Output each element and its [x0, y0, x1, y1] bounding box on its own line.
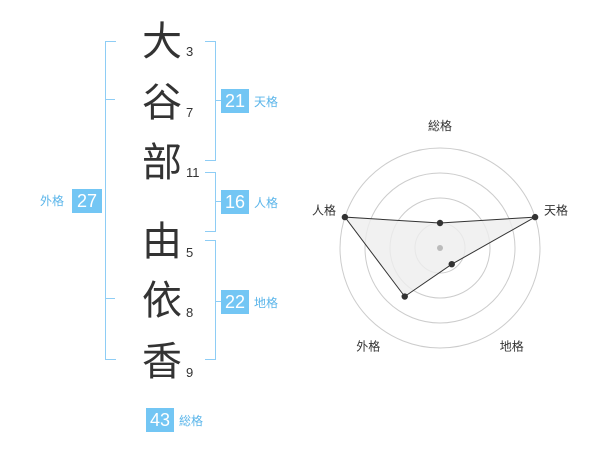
radar-point-2 — [531, 213, 539, 221]
gaikaku-bracket-tick — [105, 298, 115, 299]
radar-axis-label: 人格 — [312, 202, 336, 217]
tenkaku-label: 天格 — [254, 95, 279, 109]
chikaku-label: 地格 — [254, 296, 279, 310]
stroke-count-6: 9 — [186, 365, 194, 380]
given-char-3: 香 — [142, 339, 182, 385]
gaikaku-bracket — [105, 41, 116, 360]
chikaku-bracket — [205, 240, 216, 360]
stroke-count-4: 5 — [186, 245, 194, 260]
radar-grid-ring — [339, 147, 541, 349]
gaikaku-value: 27 — [72, 189, 102, 213]
soukaku-label: 総格 — [179, 414, 204, 428]
radar-axis-label: 外格 — [356, 339, 380, 354]
radar-axis-label: 地格 — [500, 339, 524, 354]
radar-grid-ring — [364, 172, 516, 324]
radar-point-3 — [448, 260, 455, 268]
jinkaku-label: 人格 — [254, 196, 279, 210]
radar-area — [343, 216, 536, 298]
given-char-1: 由 — [142, 219, 182, 265]
radar-point-4 — [401, 293, 408, 300]
stroke-count-3: 11 — [186, 165, 200, 180]
jinkaku-bracket-tick — [215, 201, 221, 202]
stroke-count-5: 8 — [186, 305, 194, 320]
given-char-2: 依 — [142, 278, 182, 324]
soukaku-value: 43 — [146, 408, 174, 432]
surname-char-3: 部 — [142, 140, 182, 186]
radar-axis-label: 天格 — [544, 202, 568, 217]
jinkaku-value: 16 — [221, 190, 249, 214]
chikaku-bracket-tick — [215, 301, 221, 302]
radar-center-dot — [437, 245, 443, 251]
radar-point-1 — [436, 219, 444, 227]
surname-char-2: 谷 — [142, 80, 182, 126]
radar-point-5 — [341, 213, 349, 221]
jinkaku-bracket — [205, 172, 216, 232]
tenkaku-bracket — [205, 41, 216, 161]
radar-axis-label: 総格 — [428, 118, 452, 133]
gaikaku-label: 外格 — [40, 194, 65, 208]
stroke-count-1: 3 — [186, 44, 194, 59]
gaikaku-bracket-tick — [105, 99, 115, 100]
stroke-count-2: 7 — [186, 105, 194, 120]
chikaku-value: 22 — [221, 290, 249, 314]
surname-char-1: 大 — [142, 19, 182, 65]
tenkaku-bracket-tick — [215, 100, 221, 101]
tenkaku-value: 21 — [221, 89, 249, 113]
